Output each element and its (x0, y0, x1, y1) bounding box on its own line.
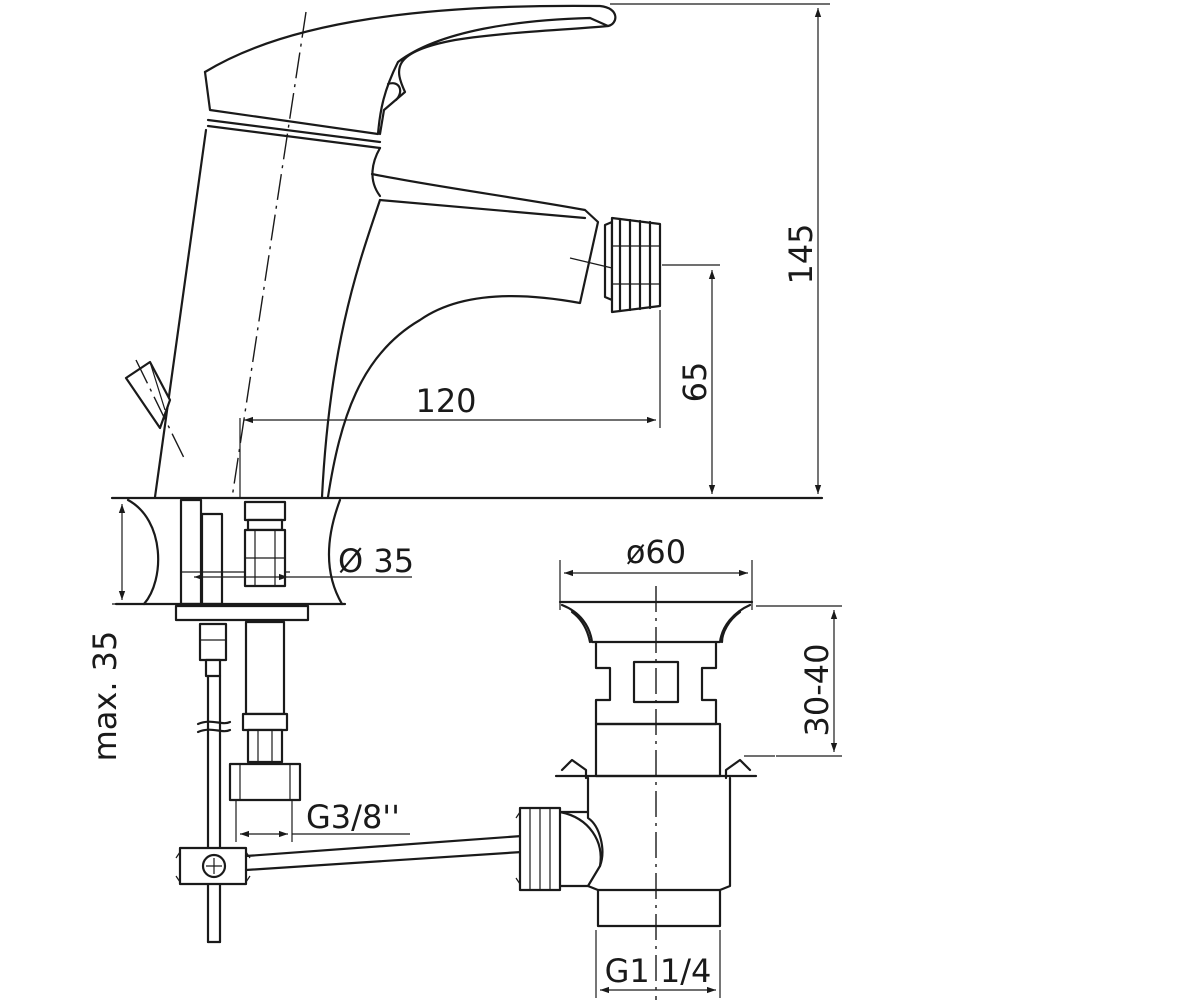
dim-145-label: 145 (782, 223, 820, 284)
dimension-g38: G3/8'' (235, 798, 410, 842)
faucet-body (124, 4, 662, 499)
lever-handle (203, 16, 610, 136)
dimension-120: 120 (239, 310, 661, 498)
dim-65-label: 65 (676, 362, 714, 403)
dim-g114-label: G1 1/4 (605, 952, 712, 990)
dimension-30-40: 30-40 (756, 605, 842, 757)
deck-section (110, 496, 824, 622)
dimension-145: 145 (610, 3, 830, 494)
dim-g38-label: G3/8'' (306, 798, 400, 836)
jet-aerator (569, 216, 662, 314)
supply-hose (228, 620, 302, 802)
spout (326, 172, 600, 499)
dim-d60-label: ø60 (626, 533, 686, 571)
body-axis (231, 11, 307, 499)
pop-up-knob (124, 359, 187, 463)
pop-up-waste (515, 586, 775, 1000)
collar (206, 118, 382, 144)
dimension-diameter-35: Ø 35 (194, 542, 414, 581)
hose-nut (228, 762, 302, 802)
dimension-65: 65 (662, 264, 720, 494)
dim-d35-label: Ø 35 (338, 542, 414, 580)
dim-30-40-label: 30-40 (798, 644, 836, 737)
dimension-g114: G1 1/4 (595, 930, 721, 998)
dimension-diameter-60: ø60 (559, 533, 753, 610)
dimension-max35: max. 35 (86, 504, 132, 761)
pop-up-rod (175, 622, 524, 944)
dim-120-label: 120 (415, 382, 476, 420)
dim-max35-label: max. 35 (86, 631, 124, 762)
